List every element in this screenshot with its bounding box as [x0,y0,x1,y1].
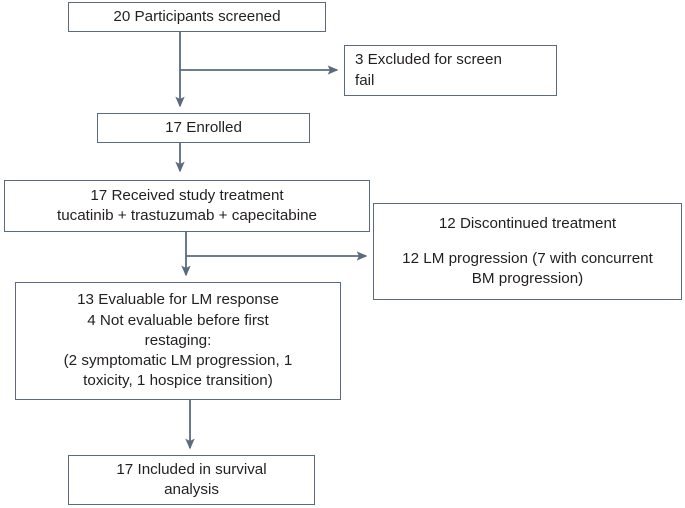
node-excluded-line-2: fail [355,71,375,89]
node-discontinued[interactable]: 12 Discontinued treatment 12 LM progress… [373,203,682,300]
node-screened[interactable]: 20 Participants screened [68,2,326,32]
node-discontinued-line-2: 12 LM progression (7 with concurrent [402,249,653,267]
node-evaluable-line-4: (2 symptomatic LM progression, 1 [63,352,293,370]
node-treatment-line-2: tucatinib + trastuzumab + capecitabine [56,207,318,224]
node-evaluable-line-5: toxicity, 1 hospice transition) [83,372,273,390]
node-evaluable-line-1: 13 Evaluable for LM response [77,291,279,309]
node-treatment-line-1: 17 Received study treatment [90,186,284,204]
node-treatment[interactable]: 17 Received study treatment tucatinib + … [4,180,370,232]
node-screened-line-1: 20 Participants screened [113,7,281,25]
node-survival-line-1: 17 Included in survival [116,460,267,478]
node-discontinued-line-3: BM progression) [471,269,584,287]
node-discontinued-line-1: 12 Discontinued treatment [438,214,617,232]
node-enrolled-line-1: 17 Enrolled [165,118,242,136]
node-evaluable[interactable]: 13 Evaluable for LM response 4 Not evalu… [15,282,341,400]
node-evaluable-line-2: 4 Not evaluable before first [87,311,269,329]
node-excluded[interactable]: 3 Excluded for screen fail [344,45,557,96]
node-survival-line-2: analysis [164,481,219,498]
node-excluded-line-1: 3 Excluded for screen [355,51,502,69]
node-survival[interactable]: 17 Included in survival analysis [68,455,315,505]
node-enrolled[interactable]: 17 Enrolled [97,113,310,143]
node-evaluable-line-3: restaging: [144,331,212,349]
